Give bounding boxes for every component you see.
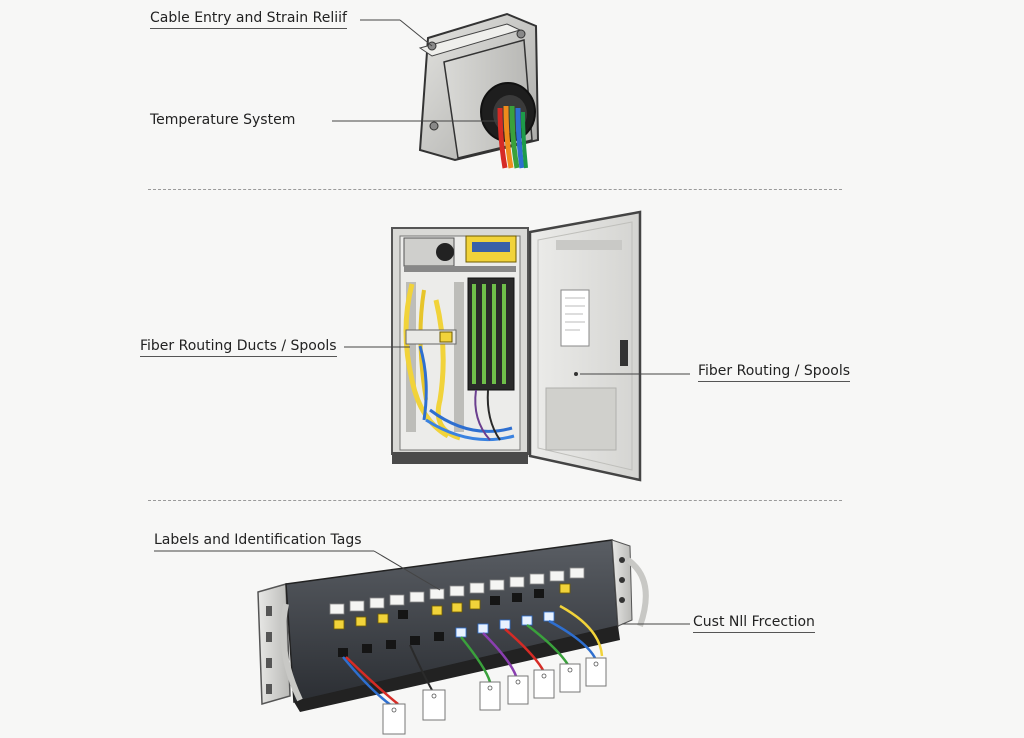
label-fiber-routing-ducts: Fiber Routing Ducts / Spools: [140, 337, 337, 357]
label-cust-null: Cust Nll Frcection: [693, 613, 815, 633]
section-separator-top: [148, 189, 842, 190]
label-identification-tags: Labels and Identification Tags: [154, 532, 362, 548]
cabinet-door-illustration: [528, 210, 642, 482]
label-temperature-system: Temperature System: [150, 112, 296, 128]
cabinet-illustration: [391, 227, 529, 464]
label-fiber-routing-spools: Fiber Routing / Spools: [698, 362, 851, 382]
section-separator-bottom: [148, 500, 842, 501]
enclosure-illustration: [418, 12, 540, 169]
rack-patch-panel-illustration: [257, 539, 649, 735]
label-cable-entry: Cable Entry and Strain Reliif: [150, 9, 347, 29]
